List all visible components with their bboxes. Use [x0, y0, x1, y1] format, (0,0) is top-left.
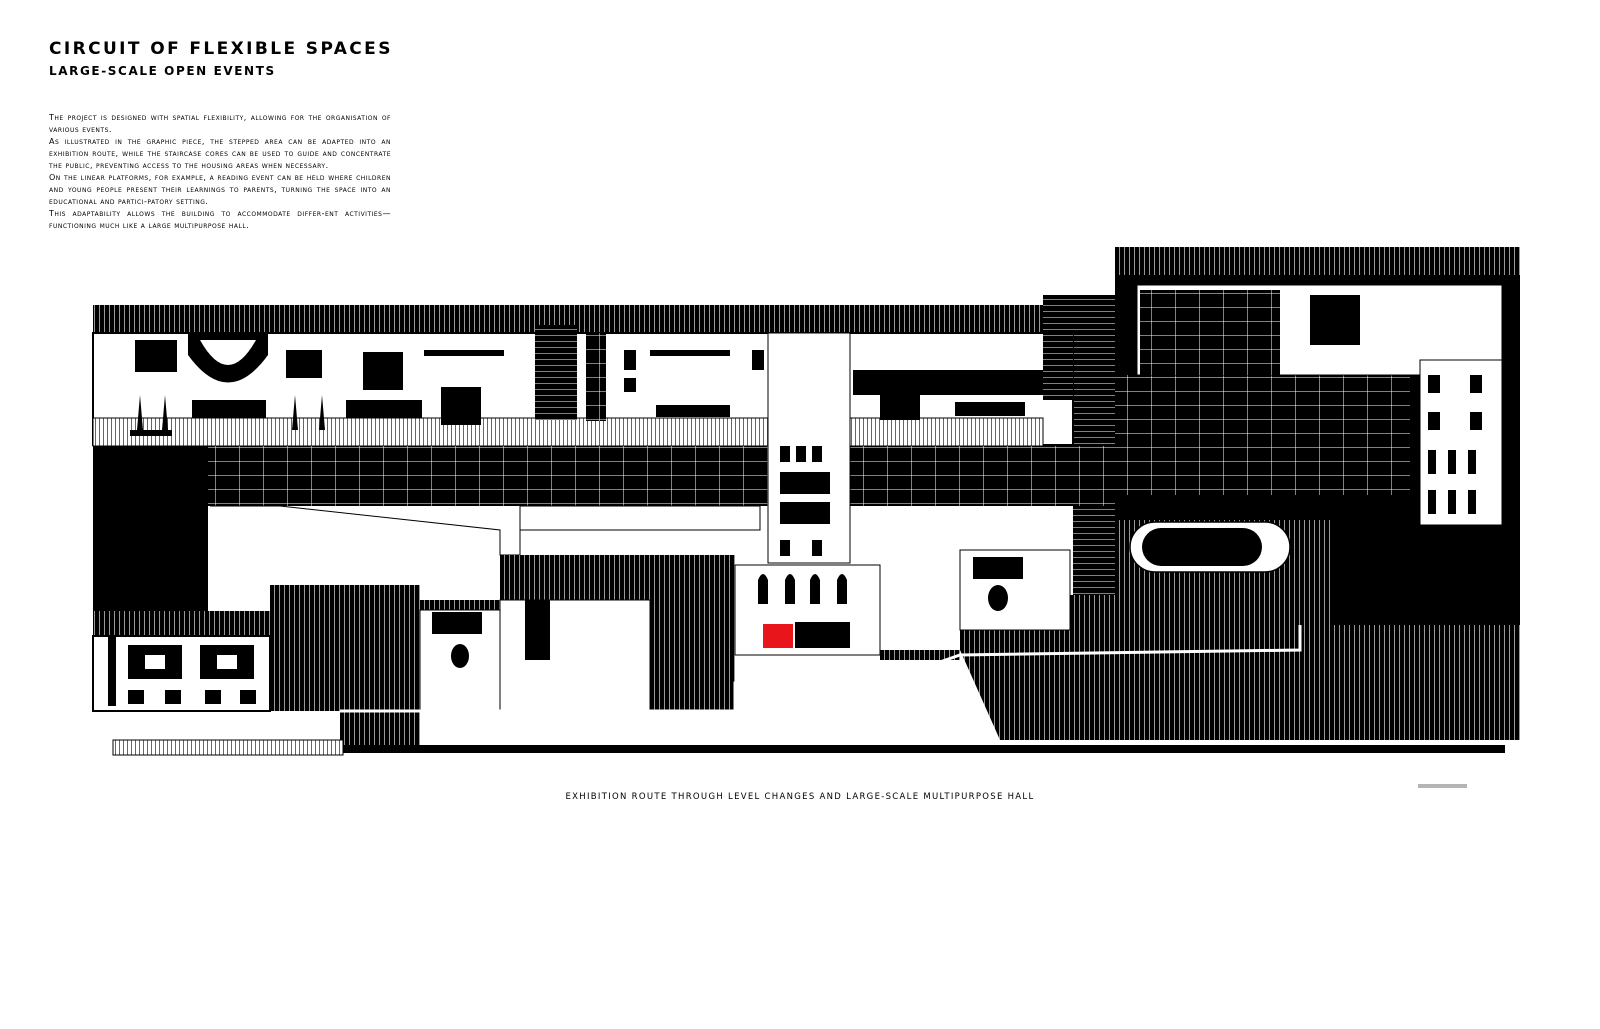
highlighted-exhibition-stand: [763, 624, 793, 648]
description-paragraph-4: This adaptability allows the building to…: [49, 209, 391, 230]
building-section: [92, 247, 1520, 756]
event-room-arches: [758, 574, 850, 648]
scale-bar: [1418, 784, 1467, 788]
drawing-caption: Exhibition route through level changes a…: [565, 792, 1035, 802]
linear-platform: [92, 417, 1044, 447]
description-paragraph-2: As illustrated in the graphic piece, the…: [49, 137, 391, 170]
page-title: Circuit of flexible spaces: [49, 39, 393, 59]
gallery-room-partition: [525, 600, 550, 660]
lower-room-mid-screen: [432, 612, 482, 634]
core-tower-right: [1073, 295, 1115, 595]
right-wing-library-shelves: [1428, 375, 1482, 514]
gallery-room: [499, 599, 651, 711]
upper-event-room-pod: [988, 585, 1008, 611]
middle-band-left: [93, 446, 208, 611]
lower-room-left-furniture: [108, 636, 256, 706]
plinth-left: [112, 739, 344, 756]
page-subtitle: Large-scale open events: [49, 64, 276, 78]
central-shaft-blocks: [780, 446, 830, 556]
lower-room-mid-pod: [451, 644, 469, 668]
stepped-ramp: [210, 505, 761, 556]
ground-slab: [113, 745, 1505, 753]
description-text: The project is designed with spatial fle…: [49, 112, 391, 232]
right-wing-room-block: [1310, 295, 1360, 345]
exhibition-route-ramp: [340, 625, 1302, 713]
right-wing-meeting-room: [1140, 290, 1280, 375]
description-paragraph-1: The project is designed with spatial fle…: [49, 113, 391, 134]
capsule-lounge-seating: [1142, 528, 1262, 566]
roof-slab-left: [93, 305, 1073, 333]
upper-event-room-screen: [973, 557, 1023, 579]
roof-slab-right: [1115, 247, 1520, 275]
middle-band-right: [850, 446, 1115, 506]
middle-band-stairs: [208, 446, 768, 506]
description-paragraph-3: On the linear platforms, for example, a …: [49, 173, 391, 206]
middle-band-far-right: [1115, 375, 1410, 495]
